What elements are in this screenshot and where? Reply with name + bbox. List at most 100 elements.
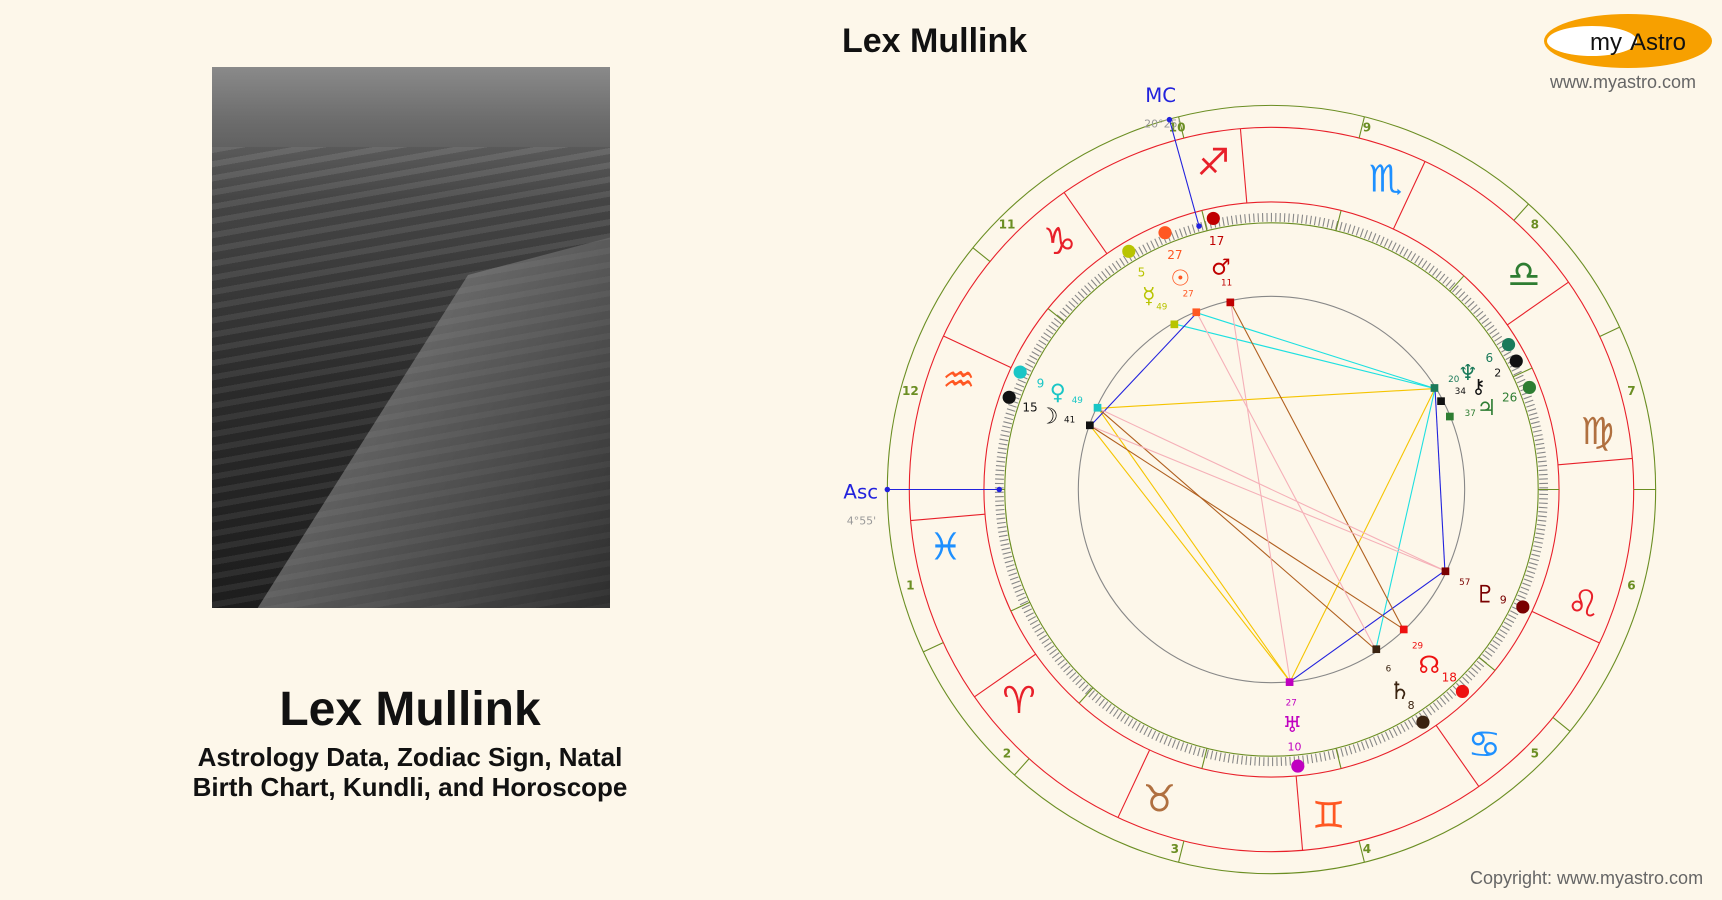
house-cusp <box>1047 308 1065 323</box>
svg-text:5: 5 <box>1138 266 1146 280</box>
chiron-icon: ⚷ <box>1471 375 1485 398</box>
sign-pisces-icon: ♓ <box>929 524 962 568</box>
mc-line <box>1168 119 1200 227</box>
planet-uranus: 27 ♅ 10 <box>1283 699 1303 754</box>
planet-moon: 15 ☽ 41 <box>1022 401 1075 430</box>
sign-taurus-icon: ♉ <box>1143 777 1176 821</box>
logo-astro: Astro <box>1630 29 1686 56</box>
sign-libra-icon: ♎ <box>1507 252 1540 296</box>
outer-planet-dots <box>1002 211 1536 773</box>
house-2: 2 <box>1003 746 1011 760</box>
svg-text:8: 8 <box>1408 699 1415 712</box>
sign-divider <box>1506 281 1569 326</box>
sign-divider <box>943 335 1012 369</box>
copyright: Copyright: www.myastro.com <box>1470 868 1704 888</box>
sign-scorpio-icon: ♏ <box>1369 157 1402 201</box>
svg-text:34: 34 <box>1455 387 1467 397</box>
svg-text:2: 2 <box>1494 366 1501 379</box>
person-name: Lex Mullink <box>279 683 541 736</box>
planet-sun: 27 ☉ 27 <box>1167 248 1194 299</box>
svg-text:17: 17 <box>1209 234 1224 248</box>
sign-divider <box>1531 610 1600 644</box>
profile-photo: Black and white photo of rowers in a boa… <box>212 67 610 608</box>
logo-url[interactable]: www.myastro.com <box>1550 72 1697 92</box>
sign-cancer-icon: ♋ <box>1468 722 1501 766</box>
mercury-icon: ☿ <box>1142 284 1155 309</box>
house-cusp <box>1449 275 1465 292</box>
mars-icon: ♂ <box>1211 255 1231 280</box>
sign-divider <box>1239 128 1248 204</box>
house-4: 4 <box>1363 842 1371 856</box>
sun-icon: ☉ <box>1171 266 1191 291</box>
sign-divider <box>910 513 986 522</box>
house-cusp <box>1178 840 1185 863</box>
svg-text:15: 15 <box>1022 401 1037 415</box>
svg-text:37: 37 <box>1465 409 1476 419</box>
planet-mercury: 5 ☿ 49 <box>1138 266 1168 313</box>
saturn-icon: ♄ <box>1389 677 1411 705</box>
house-cusp <box>1014 758 1030 776</box>
planet-pluto: 57 ♇ 9 <box>1459 578 1507 609</box>
house-cusp <box>1010 601 1031 612</box>
house-7: 7 <box>1627 384 1635 398</box>
svg-text:29: 29 <box>1412 642 1423 652</box>
svg-text:27: 27 <box>1167 248 1182 262</box>
house-5: 5 <box>1531 746 1539 760</box>
moon-icon: ☽ <box>1039 405 1059 430</box>
house-cusp <box>923 642 944 653</box>
aspect-lines <box>1089 302 1446 683</box>
svg-text:11: 11 <box>1221 278 1232 288</box>
house-cusp <box>1513 203 1529 221</box>
planet-node: 29 ☊ 18 <box>1412 642 1457 685</box>
svg-text:49: 49 <box>1156 303 1167 313</box>
house-3: 3 <box>1171 842 1179 856</box>
svg-text:10: 10 <box>1288 741 1302 754</box>
inner-planet-dots <box>1086 298 1454 686</box>
neptune-icon: ♆ <box>1458 361 1478 386</box>
svg-text:9: 9 <box>1037 376 1045 390</box>
svg-text:20: 20 <box>1448 375 1459 385</box>
pluto-icon: ♇ <box>1475 581 1497 609</box>
svg-text:6: 6 <box>1386 665 1392 675</box>
house-cusp <box>1478 656 1496 671</box>
sign-divider <box>1557 457 1633 466</box>
house-cusp <box>1078 687 1094 704</box>
sign-divider <box>1117 749 1151 818</box>
subtitle-line-1: Astrology Data, Zodiac Sign, Natal <box>197 742 623 772</box>
svg-text:41: 41 <box>1064 416 1075 426</box>
svg-text:49: 49 <box>1072 396 1083 406</box>
house-cusp <box>1599 326 1620 337</box>
house-cusp <box>1335 210 1342 231</box>
subtitle: Astrology Data, Zodiac Sign, Natal Birth… <box>160 742 660 802</box>
sign-virgo-icon: ♍ <box>1581 409 1614 453</box>
house-cusp <box>1512 367 1533 378</box>
node-icon: ☊ <box>1419 651 1440 679</box>
sign-sagittarius-icon: ♐ <box>1197 140 1230 184</box>
house-11: 11 <box>999 217 1016 231</box>
planet-chiron: 34 ⚷ 2 <box>1455 366 1501 397</box>
house-1: 1 <box>906 578 914 592</box>
venus-icon: ♀ <box>1050 381 1066 406</box>
house-cusp <box>1358 116 1365 139</box>
aspect-ring <box>1077 295 1466 684</box>
sign-divider <box>1063 192 1108 255</box>
planet-jupiter: 37 ♃ 26 <box>1465 391 1518 421</box>
sign-divider <box>1435 724 1480 787</box>
planet-neptune: 20 ♆ 6 <box>1448 351 1493 386</box>
sign-gemini-icon: ♊ <box>1312 793 1345 837</box>
chart-title: Lex Mullink <box>842 22 1028 60</box>
svg-text:57: 57 <box>1459 578 1470 588</box>
house-cusp <box>1552 717 1571 732</box>
svg-text:9: 9 <box>1500 594 1507 607</box>
house-cusp <box>1201 210 1208 231</box>
house-cusp <box>1201 748 1208 769</box>
sign-divider <box>1295 775 1304 851</box>
house-12: 12 <box>902 384 919 398</box>
house-cusp <box>1335 748 1342 769</box>
svg-text:18: 18 <box>1442 671 1457 685</box>
myastro-logo[interactable]: my Astro <box>1542 12 1714 70</box>
svg-text:6: 6 <box>1486 351 1494 365</box>
house-9: 9 <box>1363 121 1371 135</box>
sign-aquarius-icon: ♒ <box>942 357 975 401</box>
